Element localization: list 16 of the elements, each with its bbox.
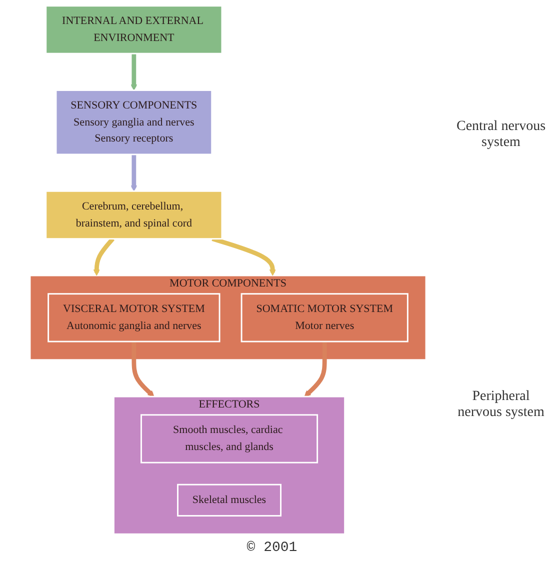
copyright-note: © 2001 bbox=[246, 540, 298, 556]
node-box: Cerebrum, cerebellum, brainstem, and spinal cord bbox=[45, 190, 223, 240]
node-box: Skeletal muscles bbox=[177, 484, 282, 517]
bracket-label: Peripheral nervous system bbox=[456, 389, 546, 421]
arrow bbox=[93, 237, 114, 276]
arrow bbox=[130, 154, 138, 192]
arrow bbox=[132, 342, 154, 397]
arrow bbox=[212, 236, 276, 276]
node-box: INTERNAL AND EXTERNAL ENVIRONMENT bbox=[45, 5, 223, 54]
node-box: SOMATIC MOTOR SYSTEM Motor nerves bbox=[240, 293, 408, 342]
arrow bbox=[304, 342, 327, 397]
arrow bbox=[130, 54, 138, 91]
node-box: SENSORY COMPONENTS Sensory ganglia and nerves Sensory receptors bbox=[55, 90, 213, 156]
bracket-label: Central nervous system bbox=[456, 119, 546, 151]
node-box: Smooth muscles, cardiac muscles, and glands bbox=[140, 414, 318, 464]
node-box: VISCERAL MOTOR SYSTEM Autonomic ganglia and nerves bbox=[48, 293, 220, 342]
